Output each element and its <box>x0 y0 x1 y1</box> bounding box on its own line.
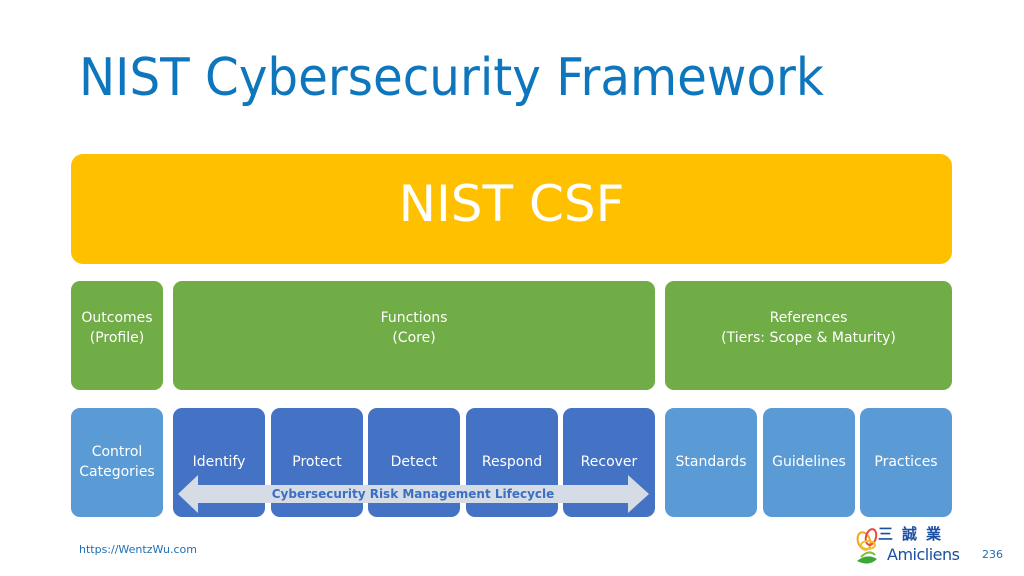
reference-guidelines: Guidelines <box>763 408 855 517</box>
reference-label: Standards <box>675 453 747 470</box>
component-sublabel: (Profile) <box>89 329 145 346</box>
logo-chinese-text: 三誠業 <box>878 525 951 543</box>
component-sublabel: (Tiers: Scope & Maturity) <box>721 329 896 346</box>
detail-control-categories: Control Categories <box>71 408 163 517</box>
framework-label: NIST CSF <box>398 175 625 233</box>
component-functions: Functions (Core) <box>173 281 655 390</box>
function-label: Protect <box>292 453 342 470</box>
component-references: References (Tiers: Scope & Maturity) <box>665 281 952 390</box>
function-label: Detect <box>390 453 438 470</box>
function-label: Respond <box>481 453 543 470</box>
detail-label-line2: Categories <box>79 463 155 480</box>
reference-label: Practices <box>874 453 938 470</box>
function-label: Recover <box>580 453 638 470</box>
logo-english-text: Amicliens <box>887 545 960 564</box>
detail-label-line1: Control <box>91 443 143 460</box>
lifecycle-label: Cybersecurity Risk Management Lifecycle <box>271 487 555 501</box>
reference-standards: Standards <box>665 408 757 517</box>
page-number: 236 <box>982 548 1003 561</box>
framework-box: NIST CSF <box>71 154 952 264</box>
amicliens-logo-icon <box>856 528 878 564</box>
component-outcomes: Outcomes (Profile) <box>71 281 163 390</box>
function-label: Identify <box>192 453 246 470</box>
lifecycle-double-arrow <box>178 475 649 513</box>
reference-practices: Practices <box>860 408 952 517</box>
component-label: Functions <box>380 309 448 326</box>
component-label: Outcomes <box>81 309 153 326</box>
component-label: References <box>769 309 848 326</box>
reference-label: Guidelines <box>772 453 846 470</box>
component-sublabel: (Core) <box>392 329 436 346</box>
lifecycle-arrow-shape <box>178 475 649 513</box>
footer-url[interactable]: https://WentzWu.com <box>79 543 197 556</box>
slide-title: NIST Cybersecurity Framework <box>79 48 824 108</box>
